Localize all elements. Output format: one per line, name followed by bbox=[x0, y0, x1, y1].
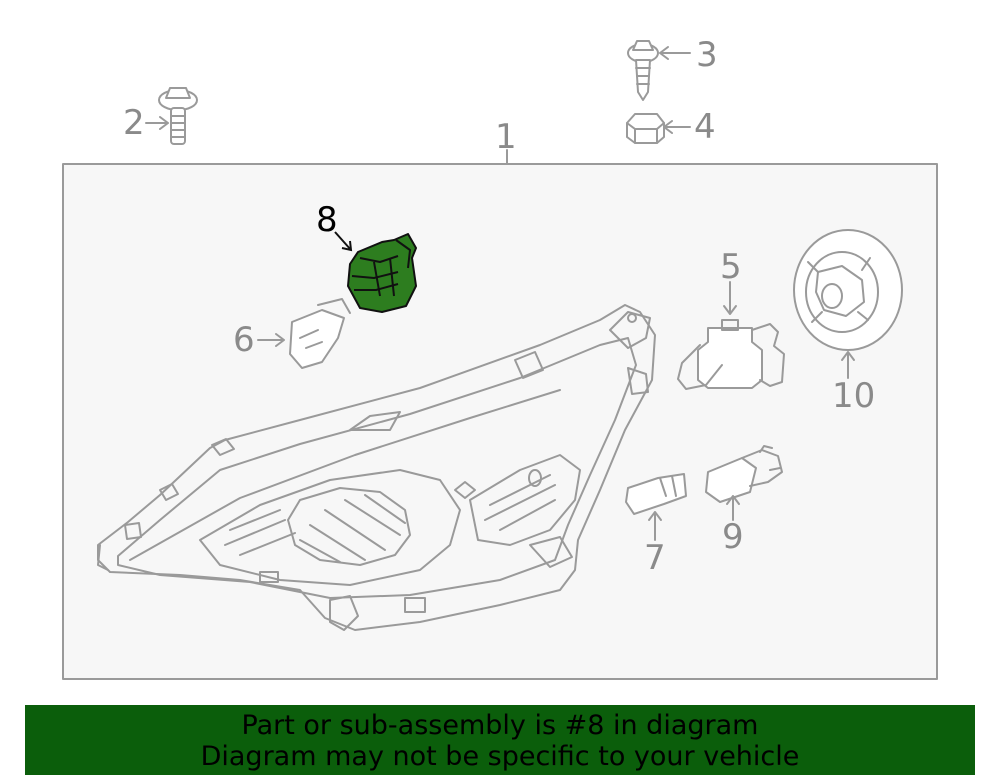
notice-banner: Part or sub-assembly is #8 in diagram Di… bbox=[25, 705, 975, 775]
bulb-6-icon bbox=[257, 298, 351, 369]
callout-3[interactable]: 3 bbox=[696, 35, 718, 75]
callout-5[interactable]: 5 bbox=[720, 247, 742, 287]
banner-line-1: Part or sub-assembly is #8 in diagram bbox=[241, 710, 759, 741]
socket-8-icon bbox=[347, 233, 417, 313]
headlamp-housing bbox=[97, 304, 656, 631]
callout-7[interactable]: 7 bbox=[644, 538, 666, 578]
clip-4-icon bbox=[626, 113, 691, 144]
callout-8[interactable]: 8 bbox=[316, 200, 338, 240]
leader-8 bbox=[334, 231, 353, 252]
callout-9[interactable]: 9 bbox=[722, 517, 744, 557]
dust-cover-10-icon bbox=[793, 229, 903, 379]
bolt-2-icon bbox=[145, 87, 198, 145]
banner-line-2: Diagram may not be specific to your vehi… bbox=[200, 741, 800, 772]
bulb-7-icon bbox=[625, 473, 687, 541]
diagram-drawing bbox=[62, 40, 938, 680]
screw-3-icon bbox=[627, 40, 691, 101]
callout-2[interactable]: 2 bbox=[123, 103, 145, 143]
parts-diagram: 1 2 3 4 5 6 7 8 9 10 bbox=[62, 35, 938, 680]
bulb-9-icon bbox=[705, 445, 783, 521]
bulb-5-icon bbox=[677, 281, 785, 390]
callout-6[interactable]: 6 bbox=[233, 320, 255, 360]
callout-4[interactable]: 4 bbox=[694, 107, 716, 147]
callout-10[interactable]: 10 bbox=[832, 376, 876, 416]
callout-1[interactable]: 1 bbox=[495, 117, 517, 157]
